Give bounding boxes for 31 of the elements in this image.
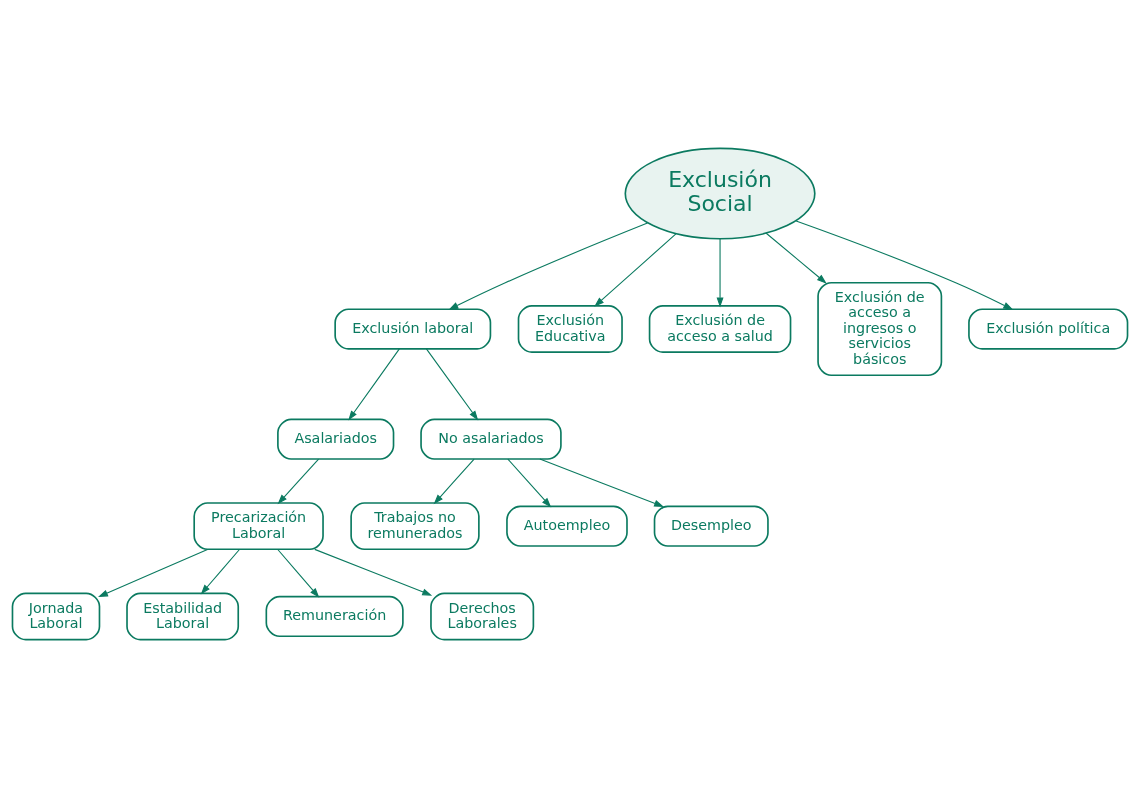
- node-box: Trabajos no remunerados: [350, 502, 480, 551]
- arrow: [507, 458, 552, 508]
- arrow: [716, 238, 724, 308]
- arrow: [425, 348, 479, 421]
- node-ellipse: Exclusión Social: [624, 147, 816, 240]
- arrow: [348, 348, 400, 421]
- node-box: Exclusión Educativa: [517, 305, 623, 353]
- node-box: Remuneración: [265, 595, 404, 638]
- arrow: [795, 220, 1014, 310]
- node-box: Jornada Laboral: [11, 592, 101, 641]
- node-box: Autoempleo: [506, 505, 628, 547]
- arrow: [539, 458, 665, 507]
- node-box: Exclusión de acceso a ingresos o servicios básicos: [817, 281, 943, 377]
- node-box: Exclusión laboral: [334, 308, 492, 350]
- node-box: No asalariados: [420, 418, 562, 460]
- arrow: [448, 222, 649, 310]
- node-box: Asalariados: [277, 418, 395, 460]
- arrow: [433, 458, 475, 505]
- node-box: Derechos Laborales: [430, 592, 535, 641]
- arrow: [98, 548, 209, 598]
- arrow: [594, 233, 677, 307]
- node-box: Exclusión de acceso a salud: [648, 305, 792, 353]
- arrow: [200, 548, 240, 595]
- node-box: Desempleo: [653, 505, 769, 547]
- node-box: Estabilidad Laboral: [126, 592, 240, 641]
- arrow: [765, 232, 827, 284]
- node-box: Exclusión política: [968, 308, 1129, 350]
- node-box: Precarización Laboral: [193, 502, 324, 551]
- arrow: [314, 548, 433, 596]
- arrow: [277, 458, 320, 505]
- arrow: [277, 548, 320, 598]
